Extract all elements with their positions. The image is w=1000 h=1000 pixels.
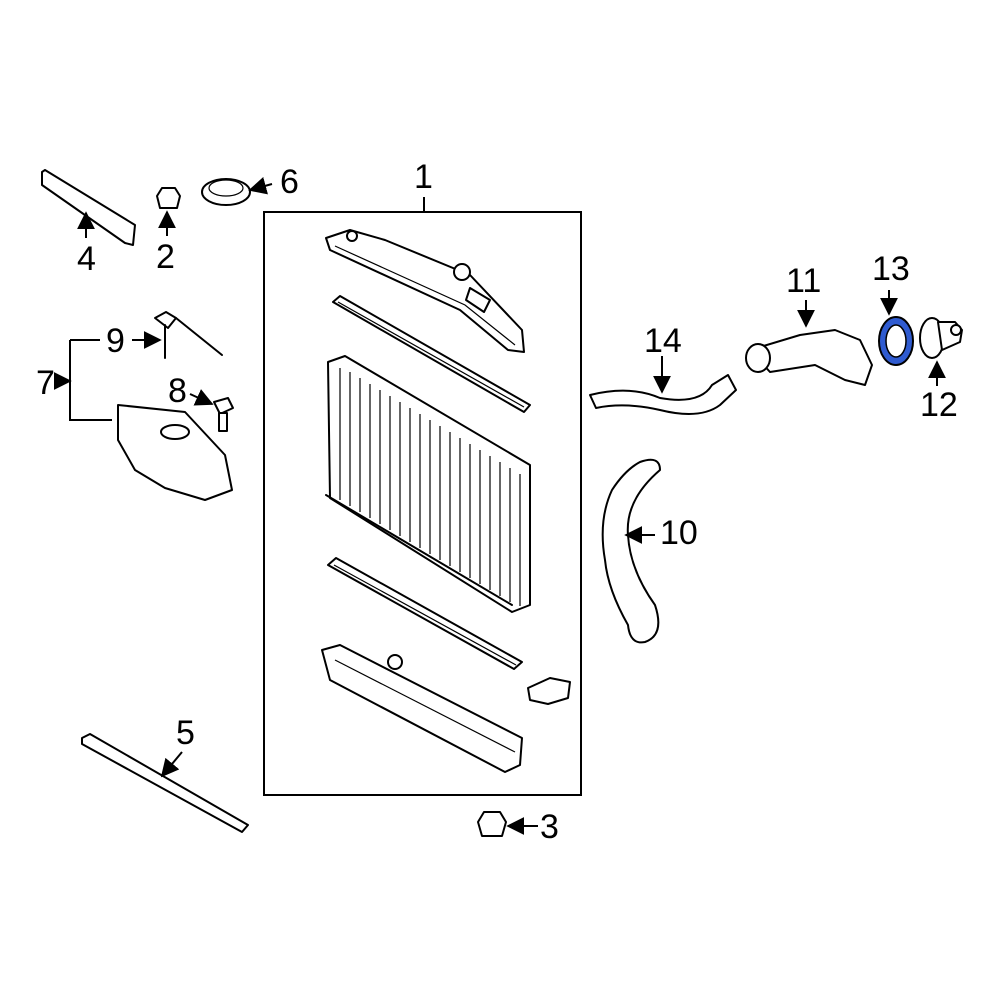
part-5-strip[interactable] [81,733,249,833]
radiator-core[interactable] [325,355,531,613]
radiator-upper-tank[interactable] [325,229,525,353]
callout-8: 8 [168,372,187,410]
leader-7-bracket [58,339,112,421]
leader-5 [160,751,183,778]
callout-12: 12 [920,386,958,424]
callout-10: 10 [660,514,698,552]
part-8-bolt[interactable] [213,397,234,432]
callout-1: 1 [414,158,433,196]
radiator-assembly-frame [263,211,582,796]
callout-9: 9 [106,322,125,360]
callout-14: 14 [644,322,682,360]
part-13-gasket[interactable] [878,316,914,366]
part-7-reservoir[interactable] [117,404,233,501]
callout-2: 2 [156,238,175,276]
part-14-upper-hose[interactable] [589,374,737,415]
callout-13: 13 [872,250,910,288]
part-3-grommet[interactable] [477,811,507,837]
callout-5: 5 [176,714,195,752]
leader-6 [248,177,273,195]
callout-7: 7 [36,364,55,402]
callout-4: 4 [77,240,96,278]
callout-6: 6 [280,163,299,201]
radiator-lower-tank[interactable] [321,644,523,773]
radiator-upper-seal [332,295,531,413]
part-12-thermostat[interactable] [919,317,963,359]
radiator-lower-seal [327,557,523,670]
drain-fitting[interactable] [527,677,571,705]
part-10-lower-hose[interactable] [601,458,661,644]
callout-3: 3 [540,808,559,846]
callout-11: 11 [786,262,822,300]
part-9-clamp[interactable] [154,311,223,359]
leader-8 [189,389,214,406]
part-6-radiator-cap[interactable] [201,178,251,206]
part-2-grommet[interactable] [156,187,181,209]
part-11-water-inlet[interactable] [745,329,873,386]
part-4-bracket[interactable] [41,169,136,246]
